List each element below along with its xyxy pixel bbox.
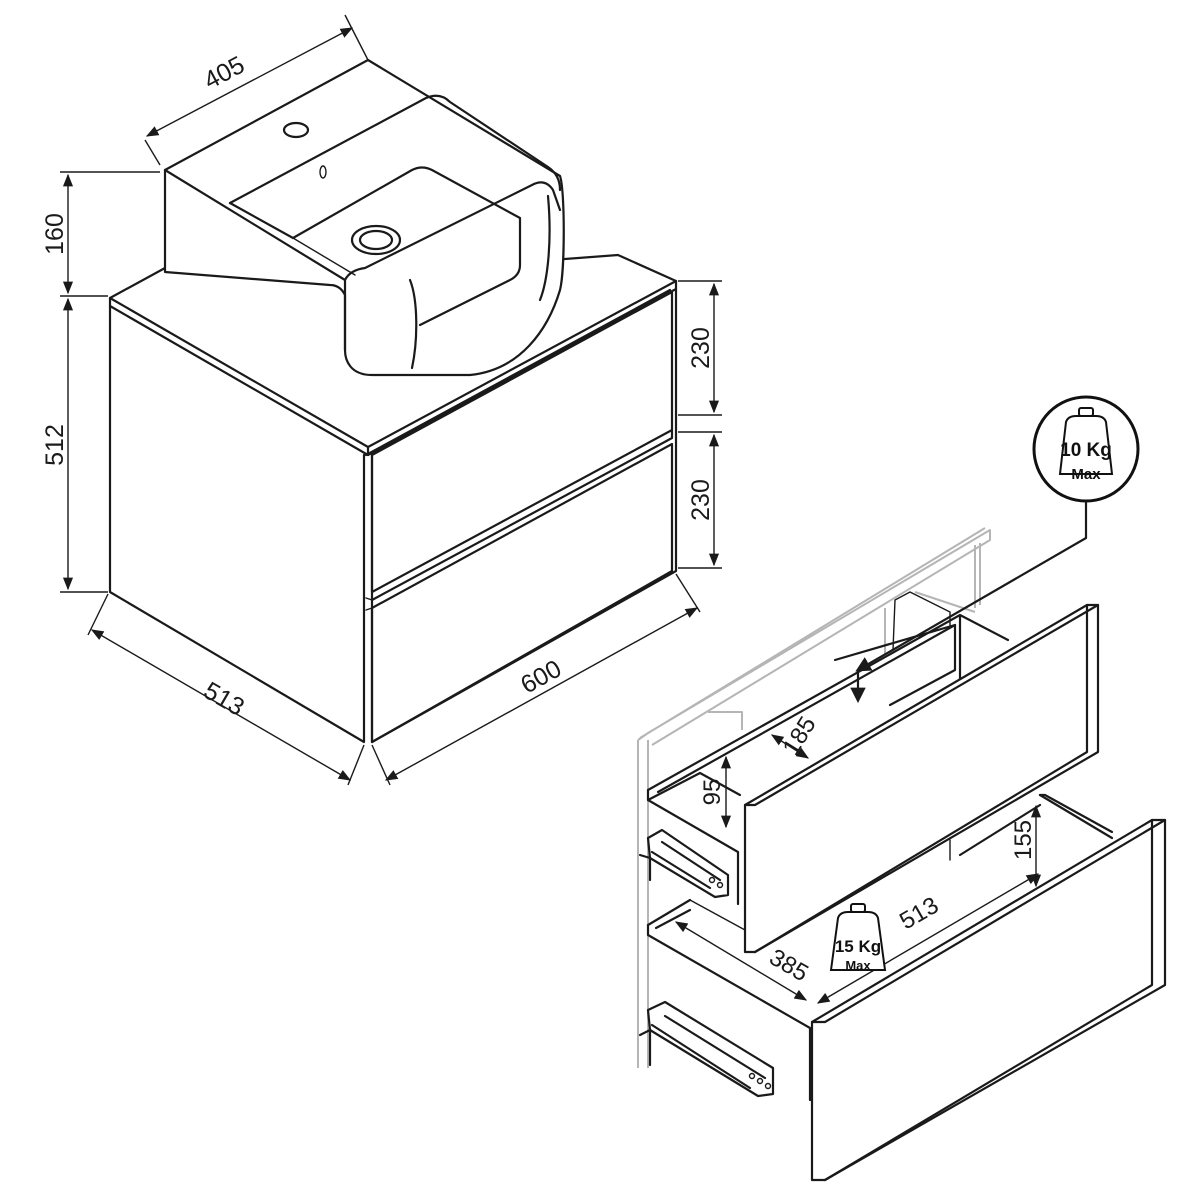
dim-lower-inner-depth: 513 — [895, 892, 943, 935]
dim-lower-inner-width: 385 — [765, 944, 813, 987]
dim-basin-height: 160 — [41, 213, 69, 255]
dim-upper-inner-depth: 185 — [778, 712, 822, 760]
dim-basin-depth: 405 — [199, 51, 249, 95]
upper-drawer-box — [646, 613, 1010, 906]
dim-lower-drawer-height: 230 — [687, 479, 715, 521]
drawer-detail-view: 185 95 155 385 513 — [637, 527, 1167, 1182]
dim-cabinet-depth: 513 — [199, 677, 249, 722]
vanity-cabinet-view — [108, 58, 678, 744]
basin-bowl — [228, 166, 522, 327]
upper-drawer-handle-groove — [364, 288, 674, 602]
lower-load-label: Max — [845, 958, 871, 973]
dim-cabinet-height: 512 — [41, 424, 69, 466]
lower-drawer-load-badge: 15 Kg Max — [829, 903, 887, 973]
cabinet-ghost-outline — [637, 527, 991, 1068]
weight-icon — [829, 911, 887, 971]
lower-load-weight: 15 Kg — [835, 937, 881, 956]
load-pointer-arrow — [855, 500, 1088, 672]
dim-upper-inner-height: 95 — [699, 779, 726, 806]
upper-load-label: Max — [1071, 466, 1101, 483]
dim-lower-inner-height: 155 — [1010, 820, 1037, 860]
basin-drain — [350, 224, 402, 256]
main-dimensions: 405 160 512 513 600 230 230 — [41, 14, 722, 786]
lower-drawer-slide-rail — [646, 1000, 775, 1098]
dim-cabinet-width: 600 — [516, 655, 566, 700]
upper-drawer-load-badge: 10 Kg Max — [850, 395, 1140, 704]
upper-load-weight: 10 Kg — [1060, 440, 1112, 461]
overflow-hole — [319, 165, 327, 179]
dim-upper-drawer-height: 230 — [687, 327, 715, 369]
lower-drawer-front — [370, 442, 674, 744]
washbasin — [163, 58, 565, 377]
weight-icon — [1058, 415, 1114, 475]
